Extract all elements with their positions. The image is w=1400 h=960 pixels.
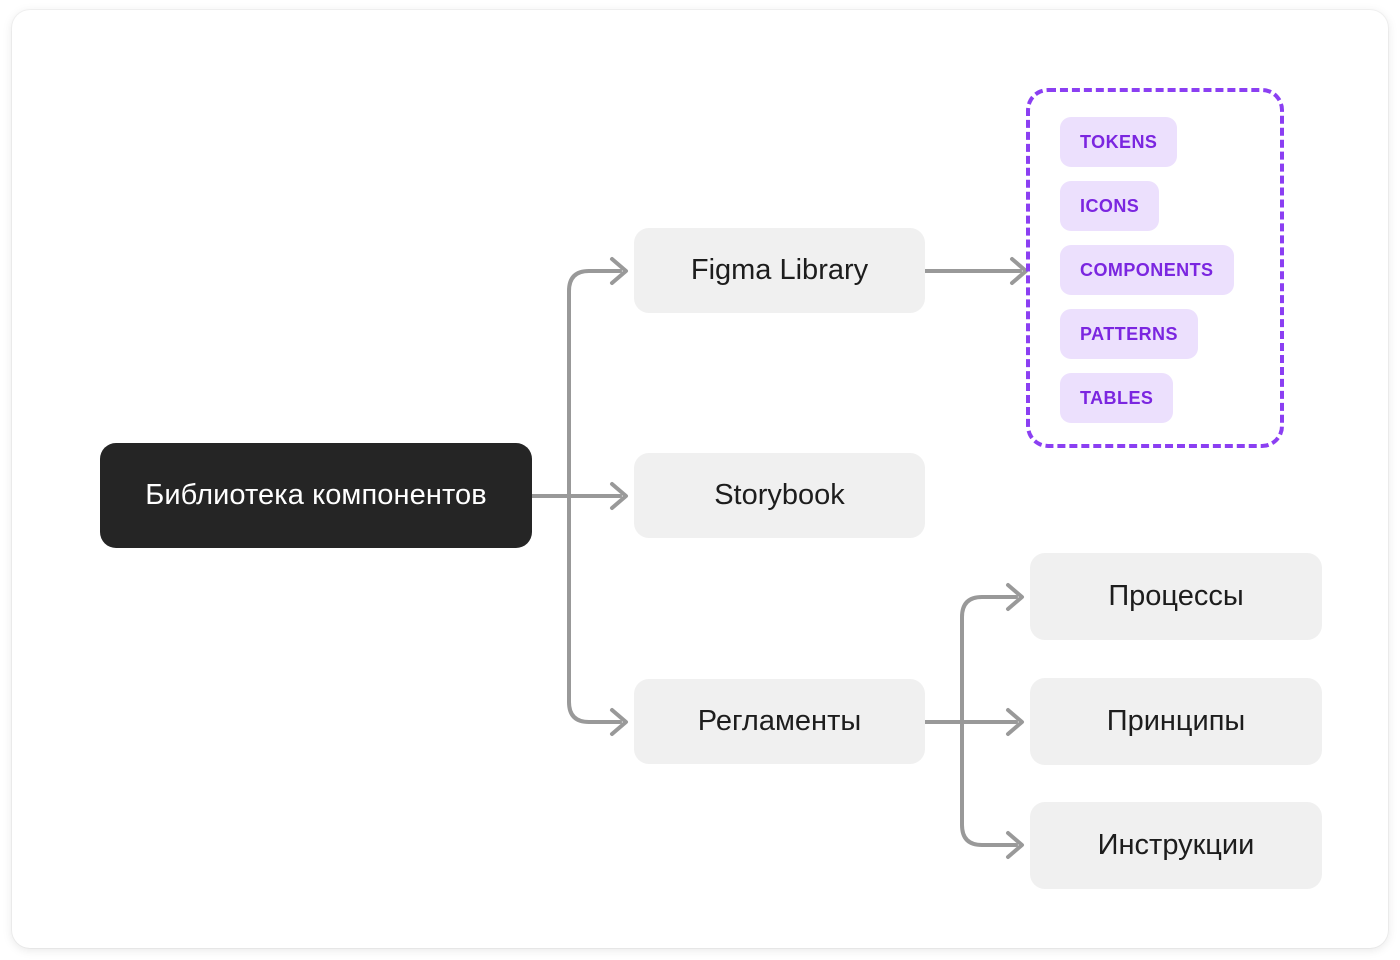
chip-components-label: COMPONENTS (1080, 259, 1214, 280)
edge-root-to-figma (567, 269, 622, 498)
node-figma-library[interactable]: Figma Library (634, 228, 925, 313)
edge-reglament-to-processes (960, 595, 1018, 724)
arrowhead-reglament (610, 708, 628, 736)
node-root-label: Библиотека компонентов (145, 479, 487, 511)
arrowhead-instructions (1006, 831, 1024, 859)
arrowhead-group (1010, 257, 1028, 285)
arrowhead-principles (1006, 708, 1024, 736)
node-processes[interactable]: Процессы (1030, 553, 1322, 640)
chip-tokens-label: TOKENS (1080, 131, 1158, 152)
node-storybook-label: Storybook (714, 479, 845, 511)
arrowhead-processes (1006, 583, 1024, 611)
chip-tokens[interactable]: TOKENS (1060, 117, 1178, 167)
arrowhead-storybook (610, 482, 628, 510)
node-root[interactable]: Библиотека компонентов (100, 443, 532, 548)
node-reglamenty[interactable]: Регламенты (634, 679, 925, 764)
node-processes-label: Процессы (1108, 580, 1244, 612)
node-principles[interactable]: Принципы (1030, 678, 1322, 765)
mindmap-diagram: Библиотека компонентов Figma Library Sto… (12, 10, 1388, 948)
node-reglamenty-label: Регламенты (697, 705, 862, 737)
edge-reglament-to-instructions (960, 720, 1018, 847)
chip-tables[interactable]: TABLES (1060, 373, 1174, 423)
node-storybook[interactable]: Storybook (634, 453, 925, 538)
edge-root-to-reglament (567, 494, 622, 724)
node-instructions-label: Инструкции (1097, 829, 1255, 861)
chip-patterns-label: PATTERNS (1080, 323, 1178, 344)
chip-patterns[interactable]: PATTERNS (1060, 309, 1198, 359)
chip-icons[interactable]: ICONS (1060, 181, 1160, 231)
chip-tables-label: TABLES (1080, 387, 1154, 408)
arrowhead-figma (610, 257, 628, 285)
diagram-canvas-card: Библиотека компонентов Figma Library Sto… (12, 10, 1388, 948)
chip-components[interactable]: COMPONENTS (1060, 245, 1234, 295)
figma-library-group-box (1026, 88, 1284, 448)
node-principles-label: Принципы (1106, 705, 1246, 737)
node-figma-library-label: Figma Library (690, 254, 869, 286)
chip-icons-label: ICONS (1080, 195, 1140, 216)
node-instructions[interactable]: Инструкции (1030, 802, 1322, 889)
